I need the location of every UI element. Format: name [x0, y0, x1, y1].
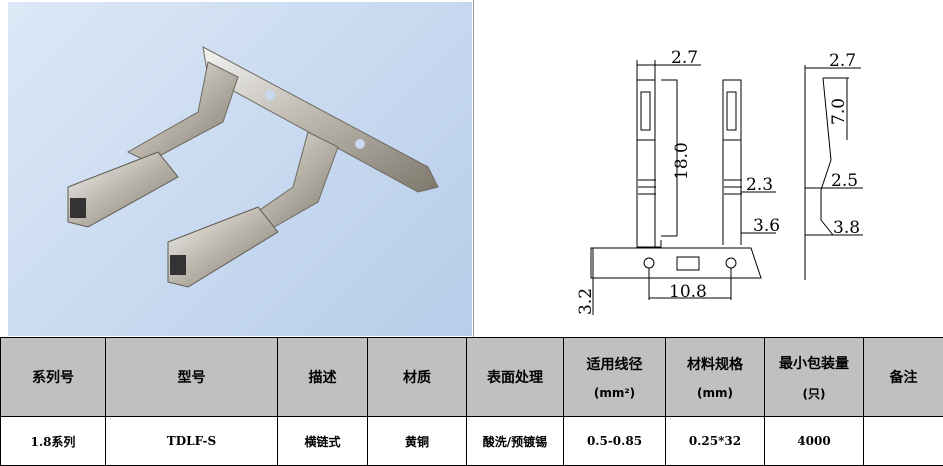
product-photo: [8, 2, 472, 336]
dim-base: 3.6: [753, 216, 780, 236]
header-unit: (只): [766, 385, 862, 402]
header-label: 材料规格: [687, 357, 743, 373]
dim-pitch: 10.8: [669, 282, 707, 302]
header-label: 最小包装量: [779, 356, 849, 372]
dim-contact: 7.0: [829, 98, 849, 125]
dim-side-mid: 2.5: [831, 171, 858, 191]
cell-wire-size: 0.5-0.85: [564, 417, 666, 466]
dim-carrier: 3.2: [576, 288, 596, 315]
terminal-photo-illustration: [8, 2, 472, 336]
dim-front-width: 2.7: [671, 48, 698, 68]
header-description: 描述: [278, 338, 368, 417]
table-header-row: 系列号 型号 描述 材质 表面处理 适用线径 (mm²) 材料规格 (mm) 最小包…: [1, 338, 943, 417]
header-remarks: 备注: [864, 338, 943, 417]
header-material-spec: 材料规格 (mm): [666, 338, 765, 417]
cell-model: TDLF-S: [106, 417, 278, 466]
dimension-drawing: 2.7 18.0 2.3 3.6 10.8 3.2 2.7 7.0 2.5 3.…: [473, 0, 943, 337]
header-material: 材质: [368, 338, 467, 417]
cell-series: 1.8系列: [1, 417, 106, 466]
header-surface: 表面处理: [467, 338, 564, 417]
header-model: 型号: [106, 338, 278, 417]
cell-surface: 酸洗/预镀锡: [467, 417, 564, 466]
dim-length: 18.0: [672, 142, 692, 180]
table-row: 1.8系列 TDLF-S 横链式 黄铜 酸洗/预镀锡 0.5-0.85 0.25…: [1, 417, 943, 466]
dim-side-base: 3.8: [833, 218, 860, 238]
header-label: 适用线径: [587, 357, 643, 373]
cell-description: 横链式: [278, 417, 368, 466]
dim-crimp: 2.3: [746, 175, 773, 195]
spec-table: 系列号 型号 描述 材质 表面处理 适用线径 (mm²) 材料规格 (mm) 最小包…: [0, 337, 943, 466]
header-unit: (mm): [667, 386, 763, 400]
cell-material-spec: 0.25*32: [666, 417, 765, 466]
cell-remarks: [864, 417, 943, 466]
dim-side-width: 2.7: [829, 51, 856, 71]
header-unit: (mm²): [565, 386, 664, 400]
header-wire-size: 适用线径 (mm²): [564, 338, 666, 417]
cell-min-pack: 4000: [765, 417, 864, 466]
cell-material: 黄铜: [368, 417, 467, 466]
header-series: 系列号: [1, 338, 106, 417]
header-min-pack: 最小包装量 (只): [765, 338, 864, 417]
